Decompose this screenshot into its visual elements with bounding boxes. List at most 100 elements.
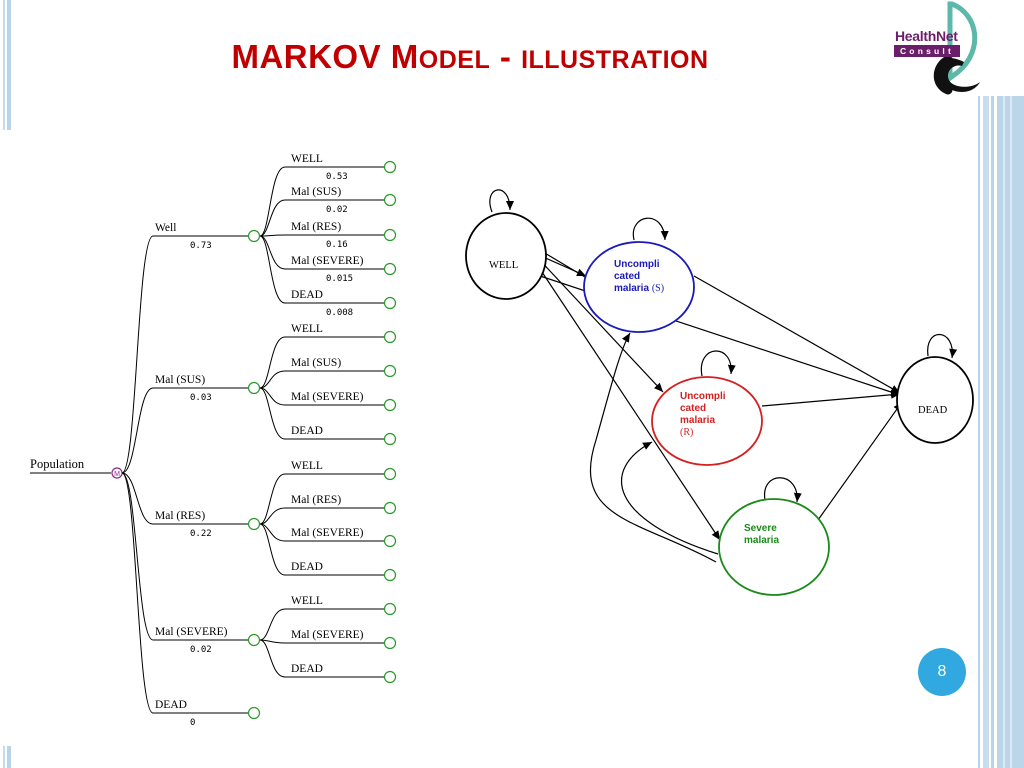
tree-child-curve xyxy=(259,473,286,525)
tree-branch-label: Mal (SEVERE) xyxy=(155,626,228,638)
markov-state-line: Uncompli xyxy=(614,259,660,270)
self-loop-severe xyxy=(764,477,802,503)
tree-child-curve xyxy=(259,370,286,389)
tree-child-label: Mal (RES) xyxy=(291,221,341,233)
tree-child-label: Mal (SEVERE) xyxy=(291,527,364,539)
tree-branch-prob: 0.22 xyxy=(190,529,212,539)
edge-res-to-dead xyxy=(761,390,901,407)
markov-state-res xyxy=(651,376,763,466)
markov-state-line: malaria xyxy=(744,535,779,546)
markov-state-severe xyxy=(718,498,830,596)
tree-root-label: Population xyxy=(30,457,85,471)
tree-child-label: Mal (SEVERE) xyxy=(291,629,364,641)
tree-child-label: Mal (SUS) xyxy=(291,186,341,198)
markov-state-label-well: WELL xyxy=(489,260,518,271)
tree-child-label: Mal (SEVERE) xyxy=(291,255,364,267)
tree-child-label: DEAD xyxy=(291,289,323,301)
markov-state-suffix: (R) xyxy=(680,427,693,438)
markov-state-line: DEAD xyxy=(918,405,948,416)
tree-branch-prob: 0.02 xyxy=(190,645,212,655)
tree-branch-prob: 0.03 xyxy=(190,393,212,403)
tree-chance-node xyxy=(247,517,261,531)
edge-severe-to-sus xyxy=(589,332,717,563)
tree-child-label: DEAD xyxy=(291,561,323,573)
markov-state-sus xyxy=(583,241,695,333)
tree-branch-prob: 0 xyxy=(190,718,195,728)
tree-branch-label: Mal (SUS) xyxy=(155,374,205,386)
tree-branch-curve xyxy=(121,472,154,641)
tree-child-label: Mal (SUS) xyxy=(291,357,341,369)
markov-state-line: malaria xyxy=(614,283,652,294)
tree-chance-node xyxy=(247,633,261,647)
tree-branch-label: DEAD xyxy=(155,699,187,711)
edge-well-to-res xyxy=(535,255,664,393)
tree-child-curve xyxy=(259,235,286,304)
markov-state-well xyxy=(465,212,547,300)
logo-subtitle: Consult xyxy=(894,45,960,57)
self-loop-dead xyxy=(927,333,958,359)
self-loop-well xyxy=(489,189,514,213)
tree-terminal-node xyxy=(383,262,397,276)
tree-terminal-node xyxy=(383,432,397,446)
tree-child-label: Mal (SEVERE) xyxy=(291,391,364,403)
tree-child-curve xyxy=(259,199,286,237)
tree-terminal-node xyxy=(383,364,397,378)
tree-branch-curve xyxy=(121,235,154,474)
tree-child-curve xyxy=(259,523,286,576)
right-decorative-stripes xyxy=(978,96,1024,768)
tree-terminal-node xyxy=(383,160,397,174)
tree-branch-curve xyxy=(121,472,154,525)
tree-child-curve xyxy=(259,387,286,440)
tree-child-label: DEAD xyxy=(291,663,323,675)
tree-child-curve xyxy=(259,234,286,237)
markov-state-line: cated xyxy=(614,271,640,282)
healthnet-logo-mark xyxy=(933,1,980,95)
tree-terminal-node xyxy=(383,568,397,582)
tree-chance-node xyxy=(247,229,261,243)
tree-terminal-node xyxy=(383,670,397,684)
markov-state-line: Severe xyxy=(744,523,777,534)
page-number: 8 xyxy=(918,648,966,696)
tree-child-prob: 0.16 xyxy=(326,240,348,250)
logo-name: HealthNet xyxy=(895,28,958,44)
edge-well-to-severe xyxy=(533,259,721,541)
tree-child-label: WELL xyxy=(291,153,323,165)
tree-terminal-node xyxy=(383,193,397,207)
tree-branch-curve xyxy=(121,472,154,714)
edge-severe-to-dead xyxy=(817,401,903,521)
tree-branch-curve xyxy=(121,387,154,474)
tree-child-prob: 0.53 xyxy=(326,172,348,182)
tree-chance-node xyxy=(247,706,261,720)
tree-terminal-node xyxy=(383,228,397,242)
tree-chance-node xyxy=(247,381,261,395)
tree-child-curve xyxy=(259,639,286,678)
tree-child-label: WELL xyxy=(291,595,323,607)
tree-branch-label: Well xyxy=(155,222,176,234)
tree-child-curve xyxy=(259,166,286,237)
tree-terminal-node xyxy=(383,398,397,412)
tree-root-node-symbol: M xyxy=(114,471,120,478)
tree-terminal-node xyxy=(383,501,397,515)
self-loop-res xyxy=(700,350,736,377)
markov-state-suffix: (S) xyxy=(652,283,664,294)
self-loop-sus xyxy=(632,217,669,241)
slide-title: MARKOV MODEL - ILLUSTRATION xyxy=(231,38,709,75)
tree-terminal-node xyxy=(383,636,397,650)
markov-state-line: Uncompli xyxy=(680,391,726,402)
tree-child-curve xyxy=(259,608,286,641)
edge-sus-to-dead xyxy=(693,275,901,394)
tree-child-prob: 0.02 xyxy=(326,205,348,215)
tree-terminal-node xyxy=(383,534,397,548)
tree-child-prob: 0.015 xyxy=(326,274,353,284)
tree-child-label: Mal (RES) xyxy=(291,494,341,506)
markov-state-line: malaria xyxy=(680,415,715,426)
edge-severe-to-res xyxy=(621,441,719,555)
tree-branch-prob: 0.73 xyxy=(190,241,212,251)
tree-child-prob: 0.008 xyxy=(326,308,353,318)
tree-terminal-node xyxy=(383,467,397,481)
tree-child-label: DEAD xyxy=(291,425,323,437)
